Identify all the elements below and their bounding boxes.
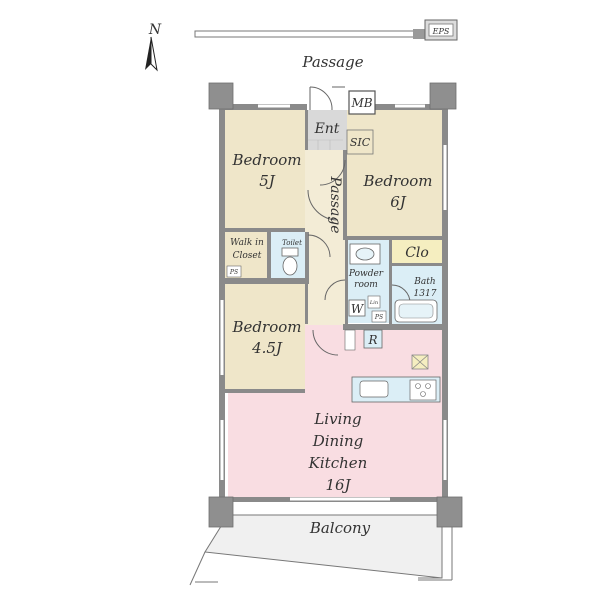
- r-label: R: [367, 333, 377, 347]
- ps-label-1: PS: [229, 269, 238, 276]
- bath-label: Bath: [413, 277, 435, 287]
- fridge-box: [363, 329, 383, 349]
- ps-box-1: [226, 265, 242, 278]
- bedroom-4-5j-label: Bedroom: [232, 318, 302, 336]
- compass-arrow-icon: [145, 36, 158, 72]
- closet-label: Closet: [233, 251, 262, 261]
- eps-box: EPS: [424, 19, 458, 41]
- washer-box: [348, 299, 366, 317]
- entrance-tiles: [308, 139, 343, 150]
- bedroom-4-5j-size: 4.5J: [251, 339, 283, 357]
- ps-box-2: [371, 310, 387, 323]
- washbasin-icon: [349, 243, 381, 265]
- bath-size-label: 1317: [414, 289, 437, 299]
- sic-label: SIC: [350, 136, 371, 149]
- pillar-se: [436, 496, 463, 528]
- pillar-ne: [429, 82, 457, 110]
- bedroom-6j-label: Bedroom: [363, 172, 433, 190]
- ldk-size-label: 16J: [325, 476, 351, 494]
- compass-north-label: N: [148, 22, 162, 38]
- toilet-label: Toilet: [282, 239, 302, 247]
- dining-label: Dining: [312, 432, 364, 450]
- bedroom-5j: [225, 110, 305, 228]
- kitchen-counter: [351, 376, 441, 403]
- inner-passage-label: Passage: [327, 175, 343, 233]
- lin-label: Lin: [369, 300, 378, 306]
- linen-box: [367, 295, 381, 309]
- room-label: room: [354, 280, 378, 290]
- ps-label-2: PS: [374, 314, 383, 321]
- entrance-door: [309, 86, 345, 111]
- pillar-sw: [208, 496, 234, 528]
- bedroom-5j-size: 5J: [259, 172, 276, 190]
- bedroom-4-5j: [225, 284, 305, 389]
- eps-label: EPS: [432, 27, 450, 36]
- bedroom-6j-size: 6J: [390, 193, 407, 211]
- balcony-label: Balcony: [309, 519, 371, 537]
- toilet-icon: [281, 247, 299, 276]
- w-label: W: [351, 302, 365, 316]
- windows: [220, 104, 447, 501]
- ent-label: Ent: [314, 121, 340, 137]
- mb-box: [348, 90, 376, 115]
- powder-label: Powder: [348, 269, 384, 279]
- range-hood-icon: [411, 354, 429, 370]
- outside-passage-label: Passage: [301, 53, 363, 71]
- mb-label: MB: [350, 96, 372, 110]
- entrance: [305, 110, 347, 150]
- pillar-nw: [208, 82, 234, 110]
- living-label: Living: [313, 410, 361, 428]
- living-dining-kitchen: [228, 325, 442, 497]
- compass: N: [145, 22, 162, 72]
- bathtub-icon: [394, 299, 438, 323]
- walk-in-label: Walk in: [230, 238, 264, 248]
- closet-clo: [392, 240, 442, 264]
- clo-label: Clo: [405, 245, 429, 261]
- outside-passage-line: [194, 29, 425, 39]
- kitchen-label: Kitchen: [308, 454, 368, 472]
- bedroom-5j-label: Bedroom: [232, 151, 302, 169]
